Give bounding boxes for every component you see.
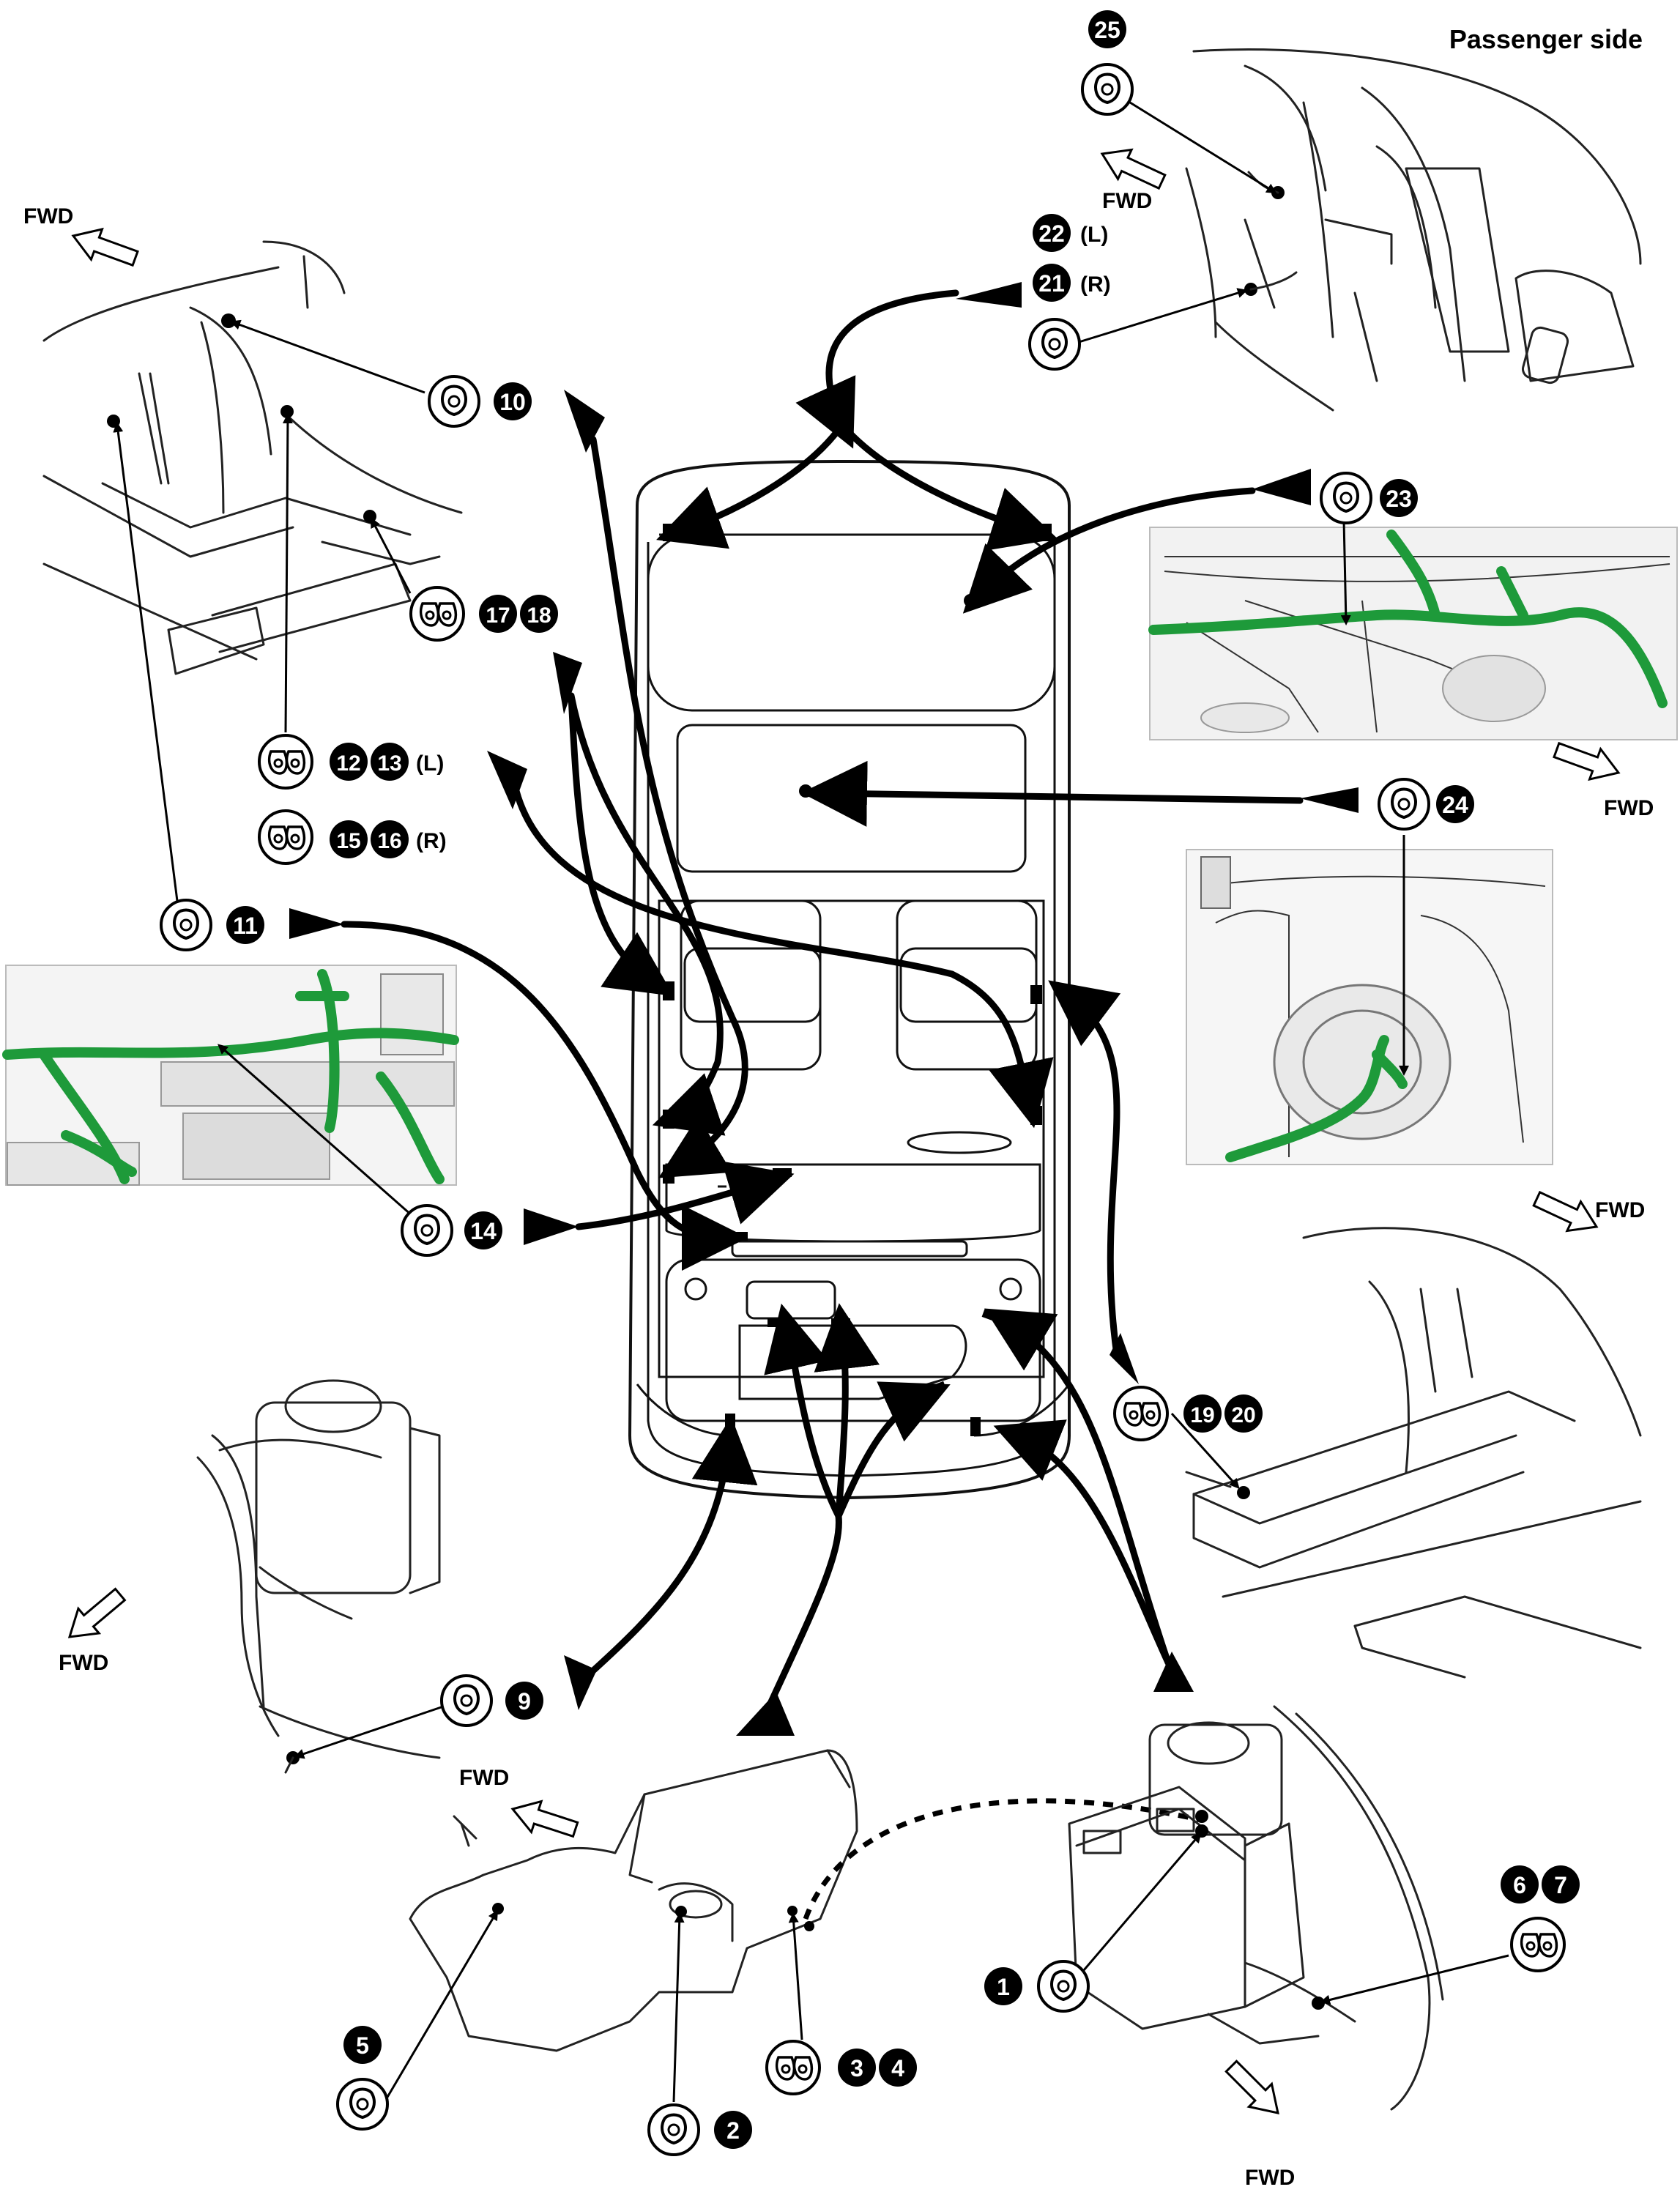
callout-12: 12	[336, 751, 360, 776]
callout-24: 24	[1442, 792, 1468, 818]
callout-7: 7	[1554, 1872, 1567, 1898]
fwd-label-top-left: FWD	[23, 204, 73, 229]
fwd-label-front-left: FWD	[59, 1651, 108, 1675]
callout-9: 9	[518, 1688, 531, 1715]
callout-18: 18	[527, 603, 551, 628]
callout-14: 14	[470, 1218, 497, 1244]
fwd-label-rear-floor: FWD	[1595, 1198, 1645, 1222]
panel-rear-floor: FWD	[1170, 1183, 1645, 1679]
right-label-21: (R)	[1080, 272, 1111, 297]
panel-engine: FWD	[385, 1749, 1202, 2103]
callouts: 25 22 (L) 21 (R) 23 24 10 17 18 12 13	[160, 10, 1580, 2156]
photo-fuel-pump-24	[1186, 835, 1553, 1165]
callout-25: 25	[1094, 17, 1120, 43]
passenger-side-label: Passenger side	[1449, 24, 1643, 54]
callout-23: 23	[1386, 486, 1412, 512]
callout-20: 20	[1231, 1403, 1255, 1427]
callout-1: 1	[997, 1974, 1010, 2000]
callout-22: 22	[1038, 220, 1065, 247]
callout-11: 11	[233, 913, 258, 939]
panel-left-floor: FWD	[23, 204, 463, 902]
photo-harness-14	[2, 965, 459, 1228]
callout-21: 21	[1038, 270, 1065, 297]
left-label-22: (L)	[1080, 223, 1108, 247]
panel-passenger-side: Passenger side FWD	[1076, 24, 1643, 412]
callout-3: 3	[850, 2055, 863, 2081]
callout-19: 19	[1190, 1403, 1214, 1427]
fwd-label-right-photo: FWD	[1604, 796, 1654, 820]
callout-2: 2	[726, 2117, 740, 2144]
routing-arrows	[289, 282, 1359, 1736]
callout-4: 4	[891, 2055, 904, 2081]
panel-front-left: FWD	[58, 1379, 455, 1774]
photo-harness-23: FWD	[1148, 519, 1678, 820]
left-label-12-13: (L)	[416, 751, 444, 776]
callout-6: 6	[1513, 1872, 1526, 1898]
panel-battery: FWD	[1068, 1705, 1509, 2190]
callout-5: 5	[356, 2032, 369, 2059]
callout-16: 16	[377, 829, 401, 853]
fwd-label-battery: FWD	[1245, 2166, 1295, 2190]
callout-15: 15	[336, 829, 360, 853]
callout-17: 17	[486, 603, 510, 628]
fwd-label-passenger: FWD	[1102, 189, 1152, 213]
vehicle-top-view	[628, 459, 1071, 1500]
fwd-label-engine: FWD	[459, 1766, 509, 1790]
right-label-15-16: (R)	[416, 829, 447, 853]
callout-10: 10	[499, 389, 526, 415]
callout-13: 13	[377, 751, 401, 776]
